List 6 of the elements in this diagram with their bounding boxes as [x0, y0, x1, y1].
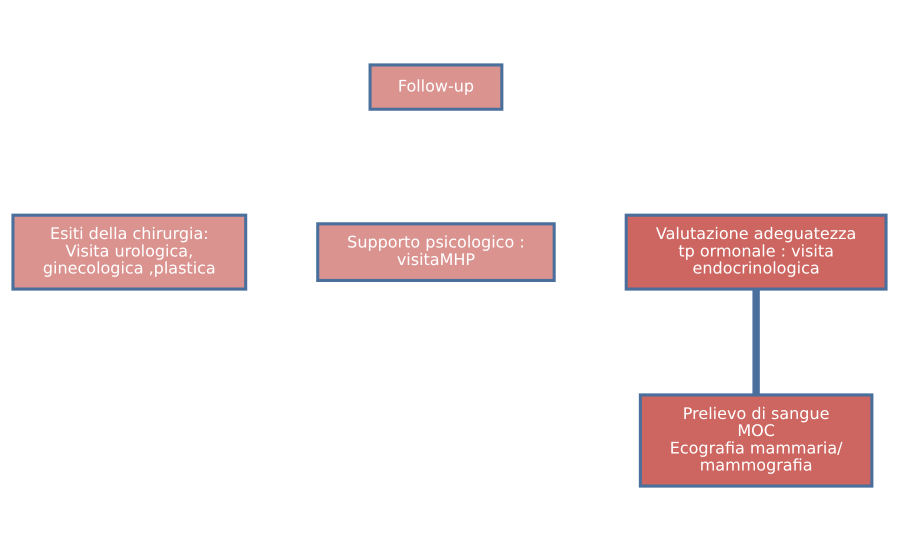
- node-box: Esiti della chirurgia: Visita urologica, ginecologica ,plastica: [11, 213, 248, 290]
- node-box: Supporto psicologico : visitaMHP: [316, 222, 556, 282]
- connector: [752, 288, 760, 394]
- node-box: Valutazione adeguatezza tp ormonale : visita endocrinologica: [624, 213, 888, 290]
- node-box: Prelievo di sangue MOC Ecografia mammaria/ mammografia: [638, 392, 874, 488]
- node-box: Follow-up: [368, 62, 504, 110]
